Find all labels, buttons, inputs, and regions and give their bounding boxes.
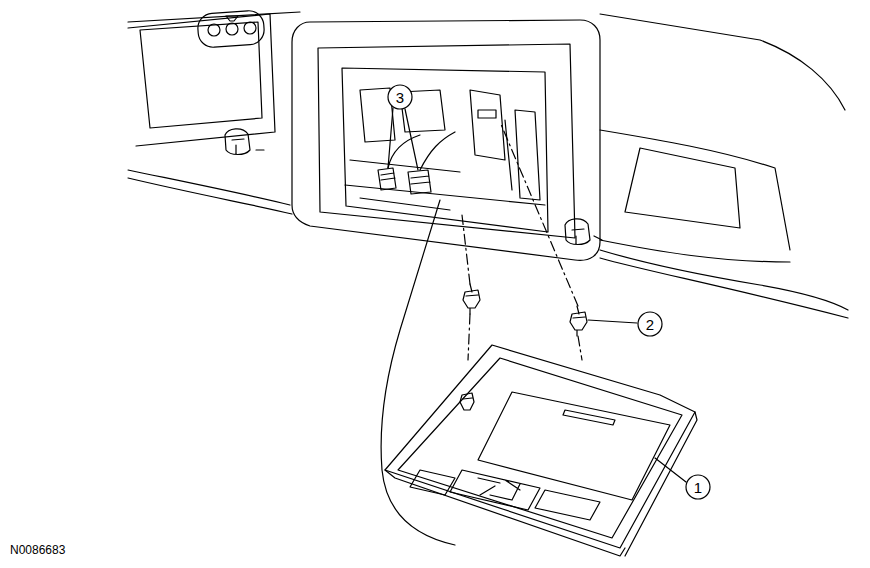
visor-panel-border <box>128 14 275 146</box>
headliner <box>128 12 848 310</box>
cavity-brace <box>400 90 512 190</box>
overhead-console <box>385 345 695 548</box>
bracket-tab <box>478 110 496 118</box>
retaining-clip <box>570 306 587 336</box>
assembly-line <box>468 314 470 360</box>
console-lens <box>478 392 670 500</box>
opening-frame <box>292 20 600 260</box>
clip-receptacle <box>225 129 264 155</box>
console-rim <box>398 358 682 538</box>
headliner-edge <box>600 258 848 318</box>
visor-panel <box>625 148 740 228</box>
assembly-line <box>578 336 582 360</box>
clip-receptacle <box>565 219 602 245</box>
lamp-button <box>208 24 220 36</box>
assembly-line <box>500 122 578 306</box>
assembly-line <box>462 215 470 284</box>
opening-cavity <box>342 68 548 232</box>
callout-circle <box>638 312 662 336</box>
callout-number: 3 <box>396 90 404 105</box>
visor-panel-border <box>600 130 790 262</box>
console-buttons <box>410 470 600 520</box>
console-slot <box>563 410 615 425</box>
wire <box>388 132 455 170</box>
electrical-connector <box>408 170 431 194</box>
retaining-clip <box>460 393 474 410</box>
dome-lamp <box>197 10 265 49</box>
leader-line <box>588 320 637 323</box>
callout-circle <box>686 475 710 499</box>
figure-number: N0086683 <box>10 544 65 556</box>
electrical-connector <box>378 168 396 190</box>
callout-number: 2 <box>646 317 654 332</box>
lamp-button <box>226 23 238 35</box>
lamp-button <box>244 22 256 34</box>
callout-circle <box>388 85 412 109</box>
wiring-path <box>381 200 455 545</box>
lamp-icon <box>226 16 238 21</box>
leader-line <box>388 108 418 170</box>
leader-line <box>655 458 686 482</box>
visor-panel <box>140 22 262 128</box>
retaining-clip <box>463 284 480 314</box>
callout-number: 1 <box>694 480 702 495</box>
console-edge <box>385 412 697 556</box>
cavity-detail <box>345 88 545 210</box>
